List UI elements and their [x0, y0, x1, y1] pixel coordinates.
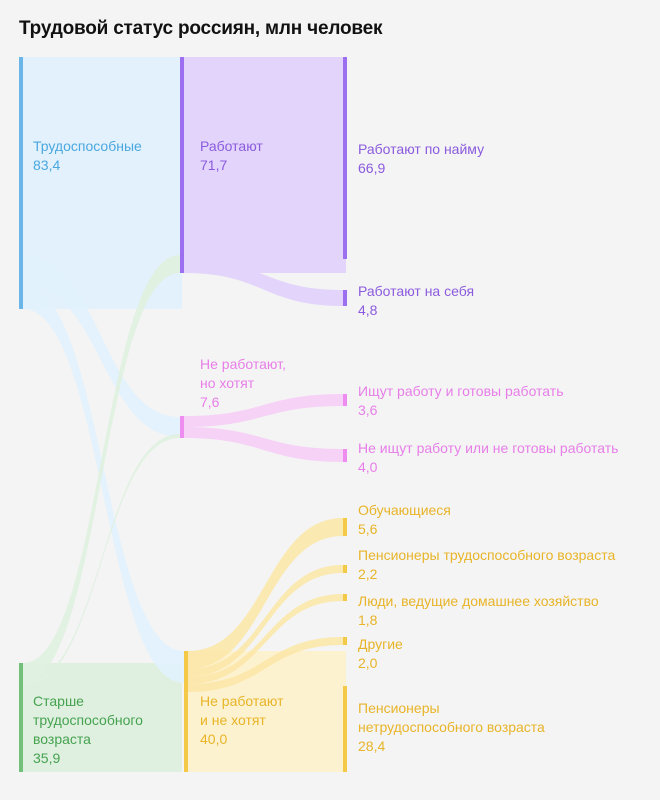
node-bar-noseek	[343, 449, 347, 462]
link-able-nowant	[23, 285, 184, 683]
node-fills	[19, 57, 346, 772]
node-bar-older	[19, 663, 23, 772]
label-other: Другие 2,0	[358, 636, 403, 671]
node-bar-able	[19, 57, 23, 309]
link-older-want	[23, 434, 180, 686]
link-nowant-students	[188, 518, 343, 669]
link-able-want	[23, 256, 180, 437]
node-fill-older	[19, 663, 182, 772]
page-title: Трудовой статус россиян, млн человек	[19, 18, 383, 39]
node-bars	[19, 57, 347, 772]
node-fill-work	[180, 57, 346, 273]
node-bar-pensold	[343, 686, 347, 772]
label-penswork: Пенсионеры трудоспособного возраста 2,2	[358, 547, 616, 582]
label-house: Люди, ведущие домашнее хозяйство 1,8	[358, 593, 599, 628]
link-work-self	[184, 259, 343, 306]
node-bar-work	[180, 57, 184, 273]
label-nowant: Не работают и не хотят 40,0	[200, 693, 284, 747]
label-students: Обучающиеся 5,6	[358, 502, 451, 537]
label-older: Старше трудоспособного возраста 35,9	[33, 693, 143, 766]
node-bar-seek	[343, 394, 347, 406]
label-noseek: Не ищут работу или не готовы работать 4,…	[358, 440, 619, 475]
label-hired: Работают по найму 66,9	[358, 141, 485, 176]
node-bar-nowant	[184, 651, 188, 772]
flow-links	[23, 255, 343, 692]
link-nowant-penswork	[188, 565, 343, 677]
node-bar-house	[343, 594, 347, 601]
label-able: Трудоспособные 83,4	[33, 138, 142, 173]
label-want: Не работают, но хотят 7,6	[200, 356, 286, 410]
link-want-noseek	[184, 427, 343, 462]
node-bar-students	[343, 518, 347, 536]
link-nowant-other	[188, 637, 343, 692]
link-want-seek	[184, 394, 343, 427]
label-work: Работают 71,7	[200, 138, 263, 173]
node-bar-self	[343, 290, 347, 306]
node-bar-other	[343, 637, 347, 645]
node-bar-hired	[343, 57, 347, 259]
node-bar-want	[180, 416, 184, 438]
label-pensold: Пенсионеры нетрудоспособного возраста 28…	[358, 700, 545, 754]
link-nowant-house	[188, 594, 343, 684]
link-older-work	[23, 255, 180, 683]
label-seek: Ищут работу и готовы работать 3,6	[358, 383, 564, 418]
label-self: Работают на себя 4,8	[358, 283, 475, 318]
node-bar-penswork	[343, 565, 347, 573]
